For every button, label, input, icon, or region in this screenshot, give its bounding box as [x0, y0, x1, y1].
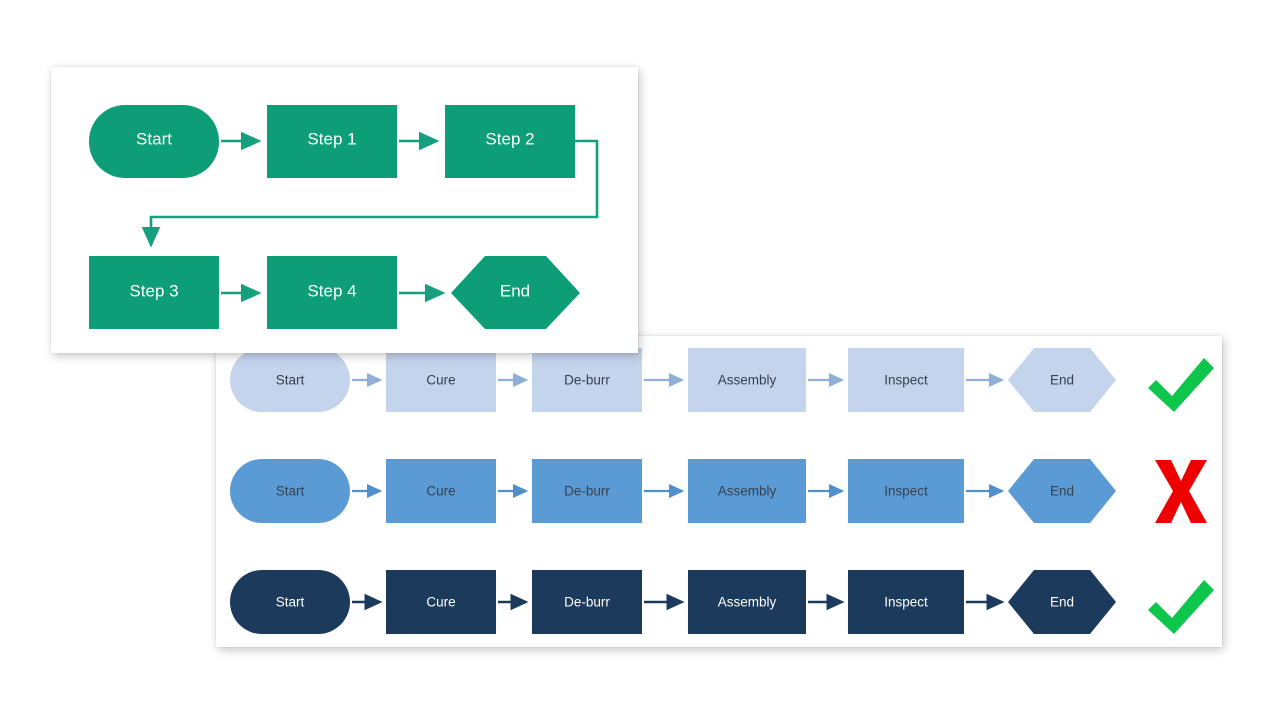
- generic-flowchart-panel: Start Step 1 Step 2 Step 3 Step 4 End: [51, 67, 638, 353]
- node-label: Cure: [426, 484, 455, 499]
- node-label: Inspect: [884, 484, 928, 499]
- node-assembly-row3[interactable]: Assembly: [688, 570, 806, 634]
- node-cure-row2[interactable]: Cure: [386, 459, 496, 523]
- node-start-row3[interactable]: Start: [230, 570, 350, 634]
- node-label: Cure: [426, 595, 455, 610]
- node-end-row3[interactable]: End: [1008, 570, 1116, 634]
- node-label: Assembly: [718, 595, 777, 610]
- node-step4[interactable]: Step 4: [267, 256, 397, 329]
- node-label: Start: [276, 373, 305, 388]
- variant-row-medium[interactable]: Start Cure De-burr Assembly Inspect: [230, 459, 1207, 523]
- node-label: Start: [276, 484, 305, 499]
- node-label: Start: [136, 129, 172, 148]
- node-start[interactable]: Start: [89, 105, 219, 178]
- node-label: Step 3: [129, 281, 178, 300]
- node-assembly-row1[interactable]: Assembly: [688, 348, 806, 412]
- process-variants-panel: Start Cure De-burr Assembly: [216, 336, 1222, 647]
- node-cure-row3[interactable]: Cure: [386, 570, 496, 634]
- connector-step2-step3: [141, 139, 599, 248]
- node-label: Assembly: [718, 484, 777, 499]
- node-label: De-burr: [564, 595, 610, 610]
- node-label: End: [1050, 484, 1074, 499]
- node-label: Inspect: [884, 373, 928, 388]
- status-check-row3: [1148, 580, 1214, 634]
- node-label: Inspect: [884, 595, 928, 610]
- node-label: De-burr: [564, 484, 610, 499]
- generic-flowchart-diagram: Start Step 1 Step 2 Step 3 Step 4 End: [89, 105, 599, 329]
- node-label: Cure: [426, 373, 455, 388]
- node-end-row1[interactable]: End: [1008, 348, 1116, 412]
- variant-row-dark[interactable]: Start Cure De-burr Assembly Inspect: [230, 570, 1214, 634]
- node-end[interactable]: End: [451, 256, 580, 329]
- node-label: End: [1050, 595, 1074, 610]
- node-label: Step 1: [307, 129, 356, 148]
- node-label: Assembly: [718, 373, 777, 388]
- node-cure-row1[interactable]: Cure: [386, 348, 496, 412]
- node-label: End: [1050, 373, 1074, 388]
- node-label: End: [500, 281, 530, 300]
- node-deburr-row1[interactable]: De-burr: [532, 348, 642, 412]
- node-step3[interactable]: Step 3: [89, 256, 219, 329]
- node-label: De-burr: [564, 373, 610, 388]
- variant-row-light[interactable]: Start Cure De-burr Assembly: [230, 348, 1214, 412]
- node-step1[interactable]: Step 1: [267, 105, 397, 178]
- process-variants-diagram: Start Cure De-burr Assembly: [230, 348, 1214, 634]
- node-deburr-row2[interactable]: De-burr: [532, 459, 642, 523]
- node-deburr-row3[interactable]: De-burr: [532, 570, 642, 634]
- node-inspect-row1[interactable]: Inspect: [848, 348, 964, 412]
- node-start-row1[interactable]: Start: [230, 348, 350, 412]
- status-check-row1: [1148, 358, 1214, 412]
- node-label: Step 4: [307, 281, 356, 300]
- node-start-row2[interactable]: Start: [230, 459, 350, 523]
- node-step2[interactable]: Step 2: [445, 105, 575, 178]
- status-cross-row2: [1155, 460, 1207, 523]
- node-assembly-row2[interactable]: Assembly: [688, 459, 806, 523]
- node-label: Step 2: [485, 129, 534, 148]
- node-end-row2[interactable]: End: [1008, 459, 1116, 523]
- node-label: Start: [276, 595, 305, 610]
- node-inspect-row2[interactable]: Inspect: [848, 459, 964, 523]
- node-inspect-row3[interactable]: Inspect: [848, 570, 964, 634]
